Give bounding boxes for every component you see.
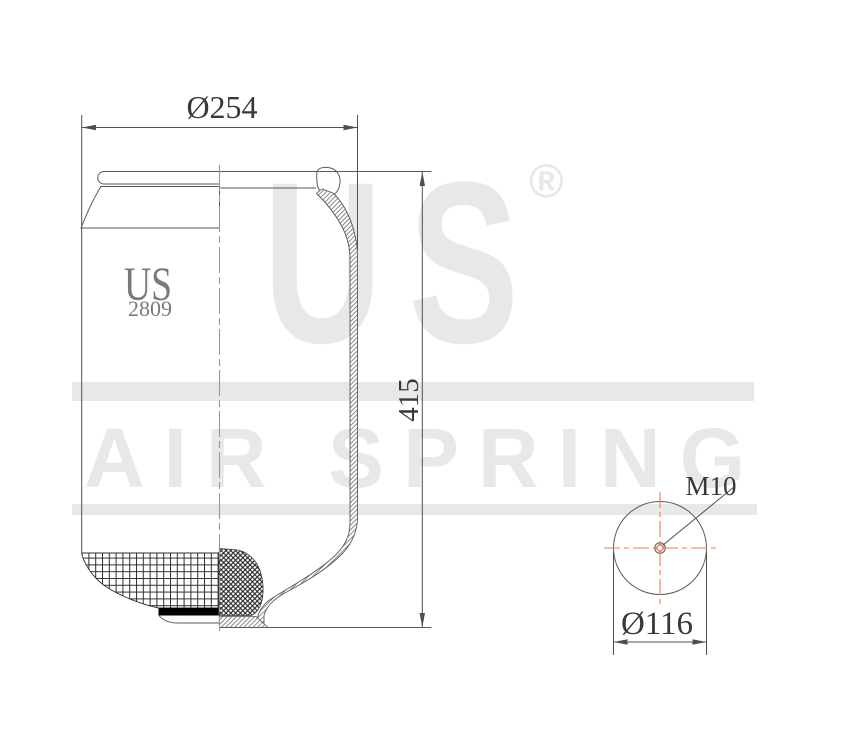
thread-value: M10 xyxy=(685,471,736,501)
piston-seal-bar xyxy=(158,608,219,616)
arrowhead-right xyxy=(692,639,707,645)
piston-plate-section xyxy=(81,552,220,609)
watermark-band-bottom xyxy=(72,504,757,515)
bead-wire-section xyxy=(316,166,341,198)
arrowhead-left xyxy=(613,639,628,645)
height-value: 415 xyxy=(393,378,425,422)
part-label: US 2809 xyxy=(124,258,172,321)
bead-plate-section xyxy=(97,171,220,185)
piston-bottom-contour xyxy=(158,615,220,624)
arrowhead-bottom xyxy=(419,613,425,628)
arrowhead-top xyxy=(419,171,425,186)
rubber-lobe-section xyxy=(218,548,264,616)
part-number-text: 2809 xyxy=(128,296,172,321)
arrowhead-left xyxy=(82,124,96,131)
top-diameter-value: Ø254 xyxy=(186,89,257,125)
thread-callout: M10 xyxy=(662,471,737,546)
top-plate-section xyxy=(80,186,220,229)
part-brand-text: US xyxy=(124,258,172,311)
bottom-detail-view: M10 Ø116 xyxy=(604,471,737,655)
arrowhead-right xyxy=(343,124,358,131)
dimension-height: 415 xyxy=(393,171,425,628)
watermark-band-top xyxy=(72,382,754,401)
side-section-view: Ø254 xyxy=(80,89,432,631)
bellows-wall-section xyxy=(256,188,358,627)
registered-trademark-icon: ® xyxy=(529,154,564,207)
dimension-bottom-diameter: Ø116 xyxy=(613,552,707,655)
dimension-top-diameter: Ø254 xyxy=(82,89,358,131)
leader-line xyxy=(662,486,735,546)
watermark-brand-text: US xyxy=(263,134,545,391)
bottom-diameter-value: Ø116 xyxy=(621,606,693,642)
watermark-tagline-text: AIR SPRING xyxy=(84,411,765,505)
